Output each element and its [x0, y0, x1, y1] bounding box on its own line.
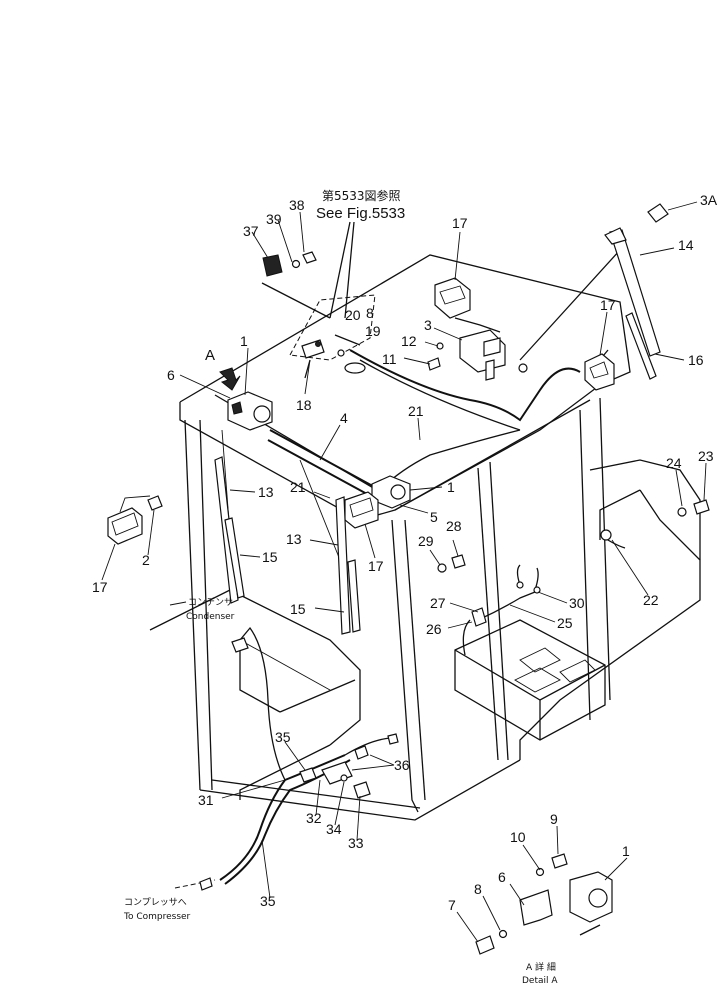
callout-17-roof-right: 17: [600, 297, 616, 313]
leader-lines: [101, 201, 707, 943]
callout-10: 10: [510, 829, 526, 845]
callout-30: 30: [569, 595, 585, 611]
compressor-label-en: To Compresser: [123, 912, 191, 922]
callout-36: 36: [394, 757, 410, 773]
callout-8-detail: 8: [474, 881, 482, 897]
callout-26: 26: [426, 621, 442, 637]
callout-35-bottom: 35: [260, 893, 276, 909]
callout-6: 6: [167, 367, 175, 383]
callout-23: 23: [698, 448, 714, 464]
callout-13-center: 13: [286, 531, 302, 547]
callout-17-front-left: 17: [92, 579, 108, 595]
callout-33: 33: [348, 835, 364, 851]
callout-13-left: 13: [258, 484, 274, 500]
cab-frame: [149, 254, 701, 821]
callout-3a: 3A: [700, 192, 718, 208]
callout-7: 7: [448, 897, 456, 913]
condenser-label-jp: コンデンサ: [188, 596, 233, 608]
callout-numbers: 3A 14 16 17 17 38 39 37 20 8 19 3 12 11 …: [92, 192, 718, 913]
callout-29: 29: [418, 533, 434, 549]
callout-15-left: 15: [262, 549, 278, 565]
detail-label-jp: A 詳 細: [526, 961, 556, 973]
callout-19: 19: [365, 323, 381, 339]
callout-35-top: 35: [275, 729, 291, 745]
lamp-bracket-group: [261, 251, 376, 379]
detail-a: A 詳 細 Detail A: [475, 853, 613, 986]
callout-14: 14: [678, 237, 694, 253]
callout-6-detail: 6: [498, 869, 506, 885]
callout-5: 5: [430, 509, 438, 525]
callout-11: 11: [382, 351, 397, 367]
ref-note-jp: 第5533図参照: [322, 188, 401, 203]
parts: [107, 203, 710, 891]
ref-note-en: See Fig.5533: [316, 205, 405, 222]
detail-label-en: Detail A: [522, 976, 558, 986]
compressor-label-jp: コンプレッサへ: [124, 897, 187, 908]
callout-12: 12: [401, 333, 417, 349]
callout-1-left: 1: [240, 333, 248, 349]
callout-17-front-center: 17: [368, 558, 384, 574]
callout-17-roof-left: 17: [452, 215, 468, 231]
callout-38: 38: [289, 197, 305, 213]
callout-31: 31: [198, 792, 214, 808]
callout-21-right: 21: [408, 403, 424, 419]
callout-24: 24: [666, 455, 682, 471]
callout-34: 34: [326, 821, 342, 837]
callout-32: 32: [306, 810, 322, 826]
callout-39: 39: [266, 211, 282, 227]
callout-8-top: 8: [366, 305, 374, 321]
callout-2: 2: [142, 552, 150, 568]
callout-3: 3: [424, 317, 432, 333]
callout-1-right: 1: [447, 479, 455, 495]
callout-1-detail: 1: [622, 843, 630, 859]
callout-18: 18: [296, 397, 312, 413]
callout-20: 20: [345, 307, 361, 323]
harness-wires: [174, 249, 626, 889]
callout-27: 27: [430, 595, 446, 611]
callout-22: 22: [643, 592, 659, 608]
view-a-label: A: [205, 347, 215, 364]
condenser-label-en: Condenser: [186, 612, 235, 622]
callout-16: 16: [688, 352, 704, 368]
callout-37: 37: [243, 223, 259, 239]
reference-note: 第5533図参照 See Fig.5533: [316, 188, 405, 319]
callout-25: 25: [557, 615, 573, 631]
view-arrow-icon: A: [205, 347, 241, 391]
callout-21-left: 21: [290, 479, 306, 495]
callout-15-center: 15: [290, 601, 306, 617]
callout-4: 4: [340, 410, 348, 426]
callout-28: 28: [446, 518, 462, 534]
callout-9: 9: [550, 811, 558, 827]
